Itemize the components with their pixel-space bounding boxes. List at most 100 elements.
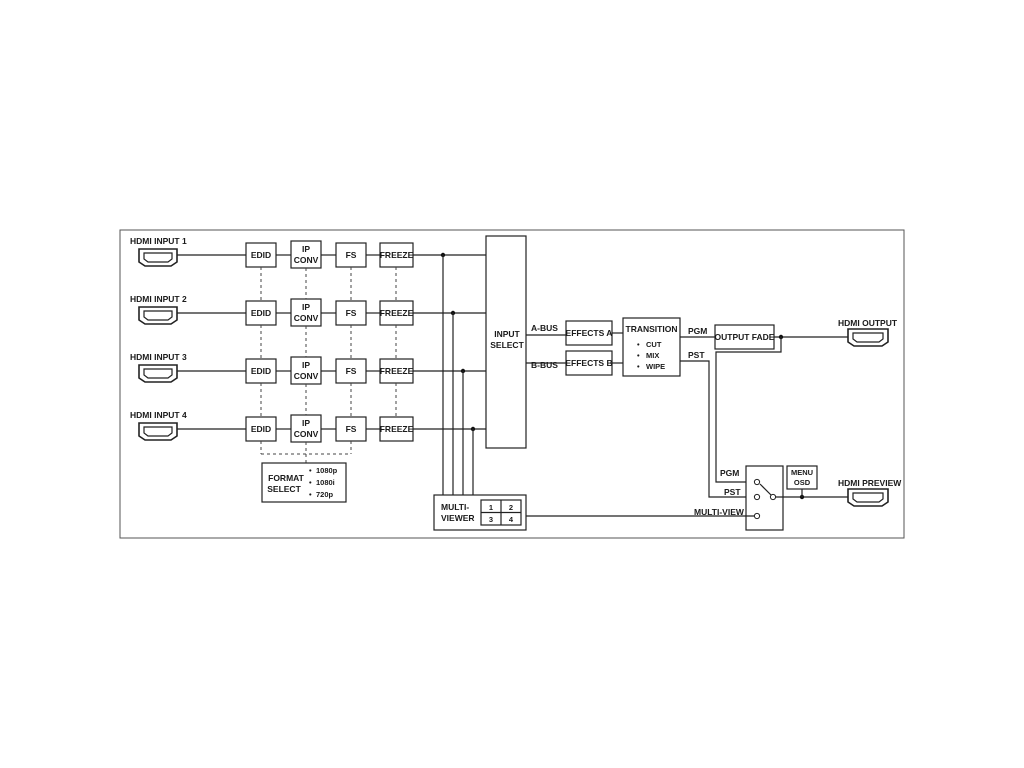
ip-conv-label-2-bottom: CONV: [294, 313, 319, 323]
freeze-label-1: FREEZE: [380, 250, 414, 260]
menu-osd: MENU OSD: [786, 465, 818, 490]
hdmi-input-1-connector-icon: [138, 248, 178, 267]
edid-label-4: EDID: [251, 424, 271, 434]
effects-b-label: EFFECTS B: [565, 358, 612, 368]
freeze-label-3: FREEZE: [380, 366, 414, 376]
transition-outputs: PGM PST: [680, 326, 754, 498]
hdmi-input-4-label: HDMI INPUT 4: [130, 410, 187, 420]
fs-label-2: FS: [346, 308, 357, 318]
input-select-title-2: SELECT: [490, 340, 524, 350]
freeze-label-4: FREEZE: [380, 424, 414, 434]
input-select: INPUT SELECT: [485, 235, 527, 449]
input-select-title-1: INPUT: [494, 329, 520, 339]
stage-control-links: [260, 267, 397, 463]
menu-osd-line2: OSD: [794, 478, 811, 487]
freeze-label-2: FREEZE: [380, 308, 414, 318]
format-option-720p: 720p: [316, 490, 334, 499]
hdmi-input-2-connector-icon: [138, 306, 178, 325]
multiviewer-title-2: VIEWER: [441, 513, 475, 523]
multiviewer-cell-3: 3: [489, 515, 493, 524]
transition-option-mix: MIX: [646, 351, 659, 360]
pst-label-top: PST: [688, 350, 705, 360]
transition: TRANSITION • CUT • MIX • WIPE: [622, 317, 681, 377]
ip-conv-label-4-top: IP: [302, 418, 310, 428]
format-option-1080i: 1080i: [316, 478, 335, 487]
multiviewer-title-1: MULTI-: [441, 502, 469, 512]
output-fade-box: [714, 324, 775, 350]
format-option-1080p: 1080p: [316, 466, 338, 475]
pgm-label-switch: PGM: [720, 468, 739, 478]
transition-bullet-2: •: [637, 351, 640, 360]
effects-a-box: [565, 320, 613, 346]
hdmi-input-4-connector-icon: [138, 422, 178, 441]
format-option-bullet-1: •: [309, 466, 312, 475]
effects-a-label: EFFECTS A: [566, 328, 613, 338]
fs-label-1: FS: [346, 250, 357, 260]
multiviewer-cell-2: 2: [509, 503, 513, 512]
preview-switch-box: [745, 465, 784, 531]
format-option-bullet-2: •: [309, 478, 312, 487]
output-fade-label: OUTPUT FADE: [715, 332, 775, 342]
ip-conv-label-2-top: IP: [302, 302, 310, 312]
edid-label-2: EDID: [251, 308, 271, 318]
effects: EFFECTS A EFFECTS B: [565, 320, 623, 376]
a-bus-label: A-BUS: [531, 323, 558, 333]
multi-view-label: MULTI-VIEW: [694, 507, 745, 517]
ip-conv-label-3-bottom: CONV: [294, 371, 319, 381]
ip-conv-label-1-bottom: CONV: [294, 255, 319, 265]
fs-box-2: [335, 300, 367, 326]
multiviewer: MULTI- VIEWER 1 2 3 4: [433, 494, 527, 531]
edid-box-1: [245, 242, 277, 268]
multiviewer-cell-1: 1: [489, 503, 493, 512]
effects-b-box: [565, 350, 613, 376]
switch-lever: [759, 483, 772, 496]
output-fade: OUTPUT FADE: [714, 324, 848, 483]
freeze-box-3: [379, 358, 414, 384]
multiviewer-cell-4: 4: [509, 515, 514, 524]
hdmi-input-1-label: HDMI INPUT 1: [130, 236, 187, 246]
ip-conv-label-1-top: IP: [302, 244, 310, 254]
transition-box: [622, 317, 681, 377]
input-row-2: HDMI INPUT 2 EDID IP CONV FS FREEZE 2: [130, 294, 494, 327]
b-bus-label: B-BUS: [531, 360, 558, 370]
transition-option-cut: CUT: [646, 340, 662, 349]
format-select-title-2: SELECT: [267, 484, 301, 494]
edid-label-1: EDID: [251, 250, 271, 260]
multiviewer-taps: [442, 255, 474, 495]
hdmi-output-label: HDMI OUTPUT: [838, 318, 898, 328]
menu-osd-line1: MENU: [791, 468, 813, 477]
hdmi-preview-connector-icon: [847, 488, 889, 507]
switch-contact-pgm: [753, 478, 761, 486]
hdmi-preview: HDMI PREVIEW: [838, 478, 902, 507]
ip-conv-label-3-top: IP: [302, 360, 310, 370]
input-select-box: [485, 235, 527, 449]
input-row-1: HDMI INPUT 1 EDID IP CONV FS FREEZE 1: [130, 236, 494, 269]
hdmi-input-3-connector-icon: [138, 364, 178, 383]
input-row-4: HDMI INPUT 4 EDID IP CONV FS FREEZE 4: [130, 410, 494, 443]
menu-osd-box: [786, 465, 818, 490]
hdmi-preview-label: HDMI PREVIEW: [838, 478, 902, 488]
input-row-3: HDMI INPUT 3 EDID IP CONV FS FREEZE 3: [130, 352, 494, 385]
bus-lines: A-BUS B-BUS: [526, 323, 566, 370]
fs-box-3: [335, 358, 367, 384]
format-select-title-1: FORMAT: [268, 473, 305, 483]
transition-option-wipe: WIPE: [646, 362, 665, 371]
format-option-bullet-3: •: [309, 490, 312, 499]
pgm-label-top: PGM: [688, 326, 707, 336]
hdmi-output: HDMI OUTPUT: [838, 318, 898, 347]
freeze-box-1: [379, 242, 414, 268]
switch-contact-multiview: [753, 512, 761, 520]
switch-common: [769, 493, 777, 501]
hdmi-output-connector-icon: [847, 328, 889, 347]
ip-conv-label-4-bottom: CONV: [294, 429, 319, 439]
preview-switch: PGM PST MULTI-VIEW: [526, 465, 848, 531]
transition-title: TRANSITION: [626, 324, 678, 334]
transition-bullet-3: •: [637, 362, 640, 371]
transition-bullet-1: •: [637, 340, 640, 349]
fs-label-3: FS: [346, 366, 357, 376]
switch-contact-pst: [753, 493, 761, 501]
edid-label-3: EDID: [251, 366, 271, 376]
hdmi-input-2-label: HDMI INPUT 2: [130, 294, 187, 304]
fs-label-4: FS: [346, 424, 357, 434]
